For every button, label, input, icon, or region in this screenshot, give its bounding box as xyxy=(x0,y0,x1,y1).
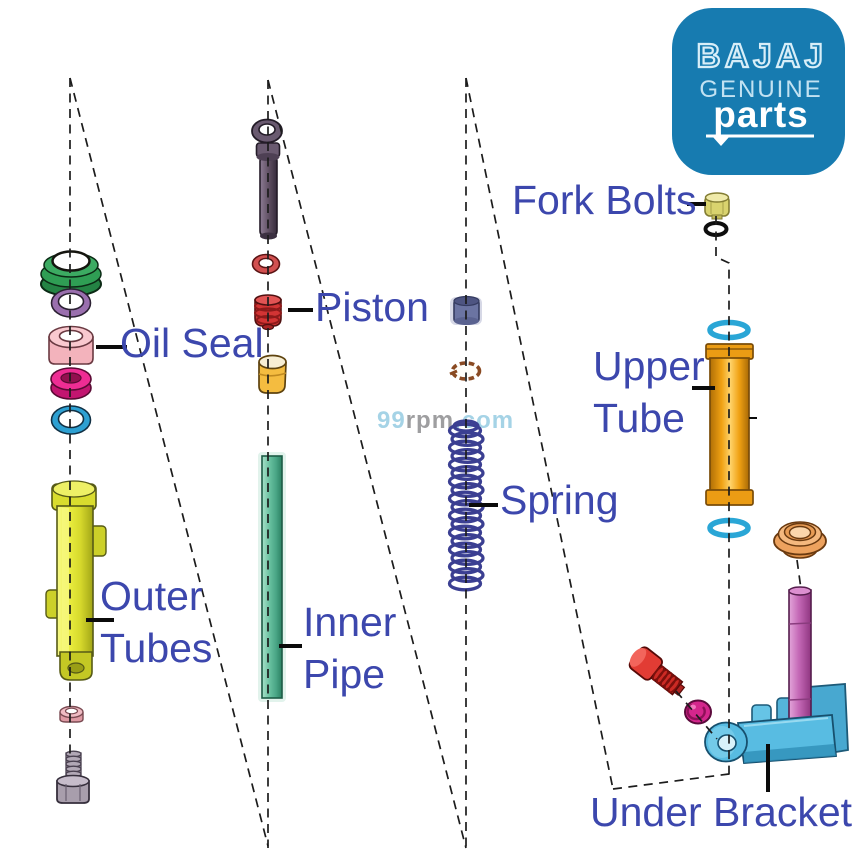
label-inner-pipe: Inner Pipe xyxy=(303,596,396,700)
label-fork-bolts: Fork Bolts xyxy=(512,177,697,223)
label-upper-tube: Upper Tube xyxy=(593,340,705,444)
spring-part xyxy=(447,419,485,592)
label-inner-pipe-line1: Inner xyxy=(303,599,397,645)
label-oil-seal: Oil Seal xyxy=(120,320,264,366)
logo-brand-text: BAJAJ xyxy=(697,37,828,74)
label-spring: Spring xyxy=(500,477,619,523)
rebound-bush xyxy=(258,354,287,394)
watermark-number: 99 xyxy=(377,407,406,434)
clamp-bolt xyxy=(628,646,686,697)
label-outer-tubes-line1: Outer xyxy=(100,573,203,619)
piston-washer xyxy=(251,253,281,275)
damper-rod xyxy=(251,118,283,240)
bajaj-logo-svg: BAJAJ GENUINE parts xyxy=(672,8,845,175)
outer-tube-part xyxy=(45,480,107,681)
label-outer-tubes: Outer Tubes xyxy=(100,570,212,674)
label-outer-tubes-line2: Tubes xyxy=(100,625,213,671)
seal-spacer-ring xyxy=(50,367,92,400)
bajaj-logo-badge: BAJAJ GENUINE parts xyxy=(664,0,854,190)
assembly-centerlines xyxy=(69,77,802,850)
logo-background xyxy=(672,8,845,175)
under-bracket-part xyxy=(704,714,837,764)
inner-pipe-part xyxy=(258,452,286,702)
dust-seal-cap xyxy=(40,250,102,297)
stopper-ring xyxy=(449,361,482,381)
oil-seal-part xyxy=(48,325,94,365)
label-upper-tube-line2: Tube xyxy=(593,395,685,441)
steering-stem xyxy=(788,586,812,739)
clamp-nut xyxy=(684,699,712,725)
drain-washer xyxy=(59,705,84,723)
logo-arrow-icon xyxy=(712,136,730,146)
logo-genuine-text: GENUINE xyxy=(699,76,822,103)
watermark-text: rpm xyxy=(405,407,455,434)
retainer-ring xyxy=(50,405,92,435)
label-piston: Piston xyxy=(315,284,429,330)
drain-bolt xyxy=(56,750,90,804)
circlip-washer xyxy=(50,288,92,318)
label-upper-tube-line1: Upper xyxy=(593,343,705,389)
logo-parts-text: parts xyxy=(713,94,808,135)
label-inner-pipe-line2: Pipe xyxy=(303,651,386,697)
label-pointer-lines xyxy=(86,202,770,792)
fork-bolt-part xyxy=(704,192,730,220)
bearing-race xyxy=(773,521,827,559)
label-under-bracket: Under Bracket xyxy=(590,789,853,835)
